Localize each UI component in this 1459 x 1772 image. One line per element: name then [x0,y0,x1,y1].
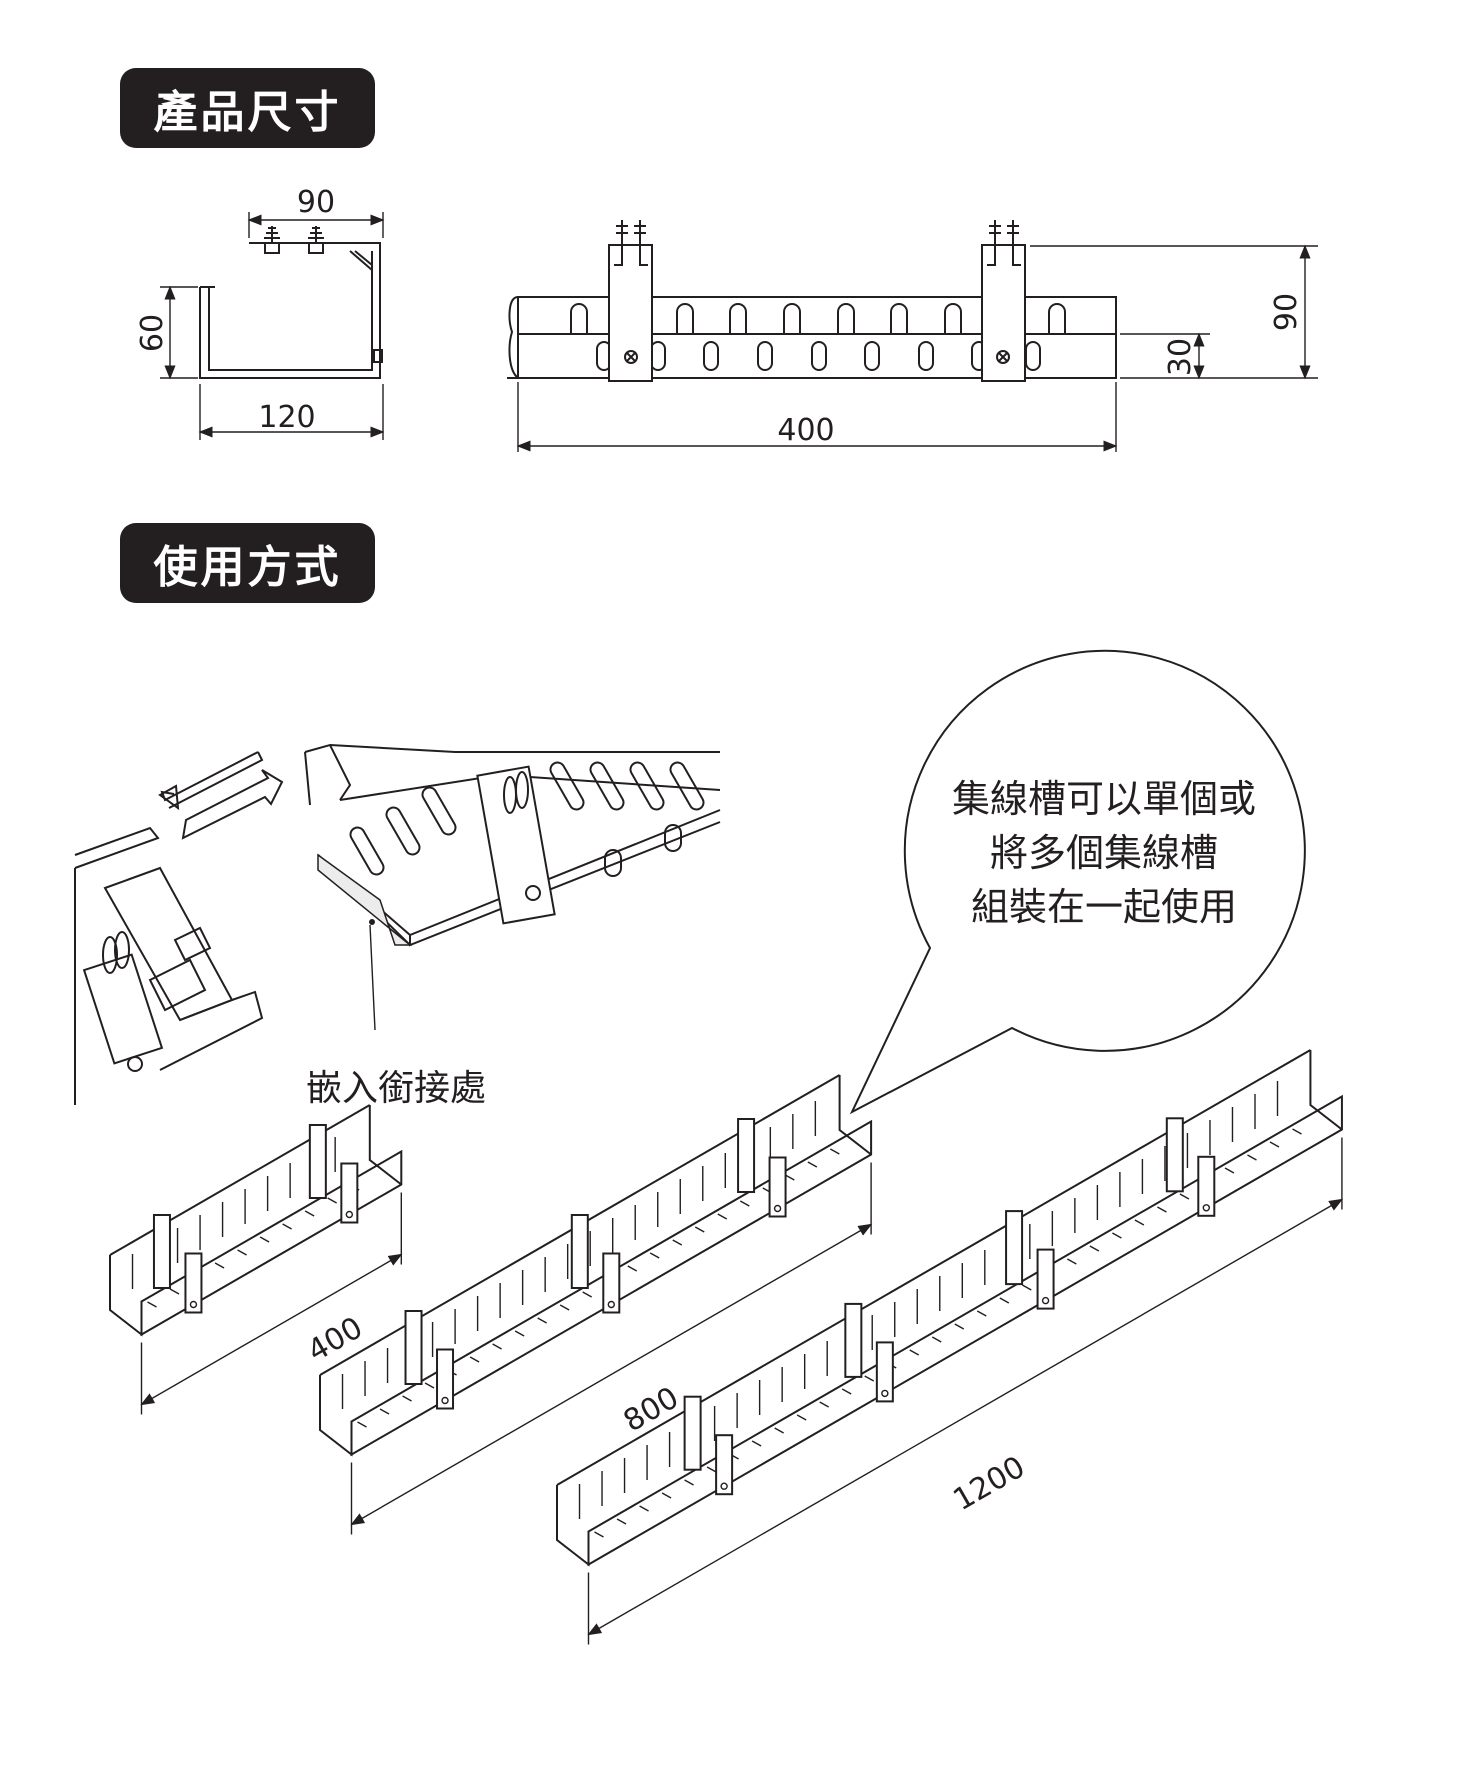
tray-800 [319,1074,873,1535]
tray-1200 [556,1049,1344,1645]
dim-front-inner: 30 [1163,338,1198,376]
tray-bracket-back [404,1310,423,1385]
tray-bracket-front [768,1156,787,1218]
side-view-drawing: 90 60 120 [135,185,385,440]
tray-end-left [109,1255,143,1337]
tray-bracket-front [340,1162,359,1224]
mount-bracket-right [981,220,1026,382]
tray-floor-slot [784,1174,795,1181]
bubble-line-3: 組裝在一起使用 [971,885,1237,929]
dim-side-height: 60 [135,314,170,352]
tray-end-left [556,1485,590,1567]
tray-floor-slot [1269,1141,1280,1148]
bubble-line-1: 集線槽可以單個或 [952,777,1256,821]
tray-front-wall [140,1149,403,1337]
tray-floor-slot [830,1148,840,1155]
tray-bracket-front [715,1434,734,1496]
tray-bracket-front [184,1252,203,1314]
length-label-1200: 1200 [947,1450,1031,1518]
tray-back-edge [109,1104,371,1256]
tray-bracket-front [436,1348,455,1410]
dim-side-width: 120 [258,400,315,435]
tray-400 [109,1104,403,1415]
joint-detail-drawing: 嵌入銜接處 [74,743,721,1109]
tray-bracket-back [737,1118,756,1193]
screw-icon [345,1210,354,1219]
tray-floor-slot [1247,1154,1257,1161]
section-title-usage: 使用方式 [120,523,375,603]
bubble-line-2: 將多個集線槽 [990,831,1218,875]
mount-bracket-left [608,220,653,382]
lower-slots [596,341,1041,371]
tray-floor-slot [282,1223,292,1230]
tray-floor-slot [1292,1128,1302,1135]
joint-label: 嵌入銜接處 [306,1068,486,1109]
tray-bracket-back [152,1214,171,1289]
dim-length-line [587,1198,1344,1636]
tray-bracket-back [683,1395,702,1471]
front-view-drawing: 90 30 400 [507,220,1318,452]
tray-end-left [319,1375,353,1457]
tray-floor-slot [1224,1167,1235,1174]
upper-slots [570,303,1066,334]
screw-icon [264,226,280,254]
dim-front-height: 90 [1269,293,1304,331]
tray-floor-slot [304,1210,315,1217]
length-label-400: 400 [302,1310,369,1369]
tray-end-right [1309,1050,1343,1131]
dim-side-top: 90 [297,185,335,220]
tray-bracket-front [602,1252,621,1314]
tray-bracket-back [1005,1210,1024,1286]
speech-bubble: 集線槽可以單個或 將多個集線槽 組裝在一起使用 [849,649,1306,1115]
section-title-product-size: 產品尺寸 [120,68,375,148]
tray-bracket-back [1165,1117,1184,1193]
tray-bracket-front [1036,1248,1055,1310]
dim-front-length: 400 [777,413,834,448]
assembled-trays [109,1049,1344,1645]
tray-bracket-back [308,1124,327,1199]
tray-floor-slot [327,1197,337,1204]
slide-arrows-icon [158,751,284,840]
tray-slots [349,761,705,877]
tray-bracket-back [570,1214,589,1289]
tray-bracket-back [844,1302,863,1378]
tray-floor-slot [807,1161,818,1168]
tray-floor-slot [1179,1193,1190,1200]
tray-end-right [838,1075,872,1156]
tray-floor-slot [259,1236,270,1243]
screw-icon [308,226,324,254]
tray-bracket-front [875,1341,894,1403]
tray-end-right [368,1105,402,1186]
tray-bracket-front [1197,1155,1216,1217]
